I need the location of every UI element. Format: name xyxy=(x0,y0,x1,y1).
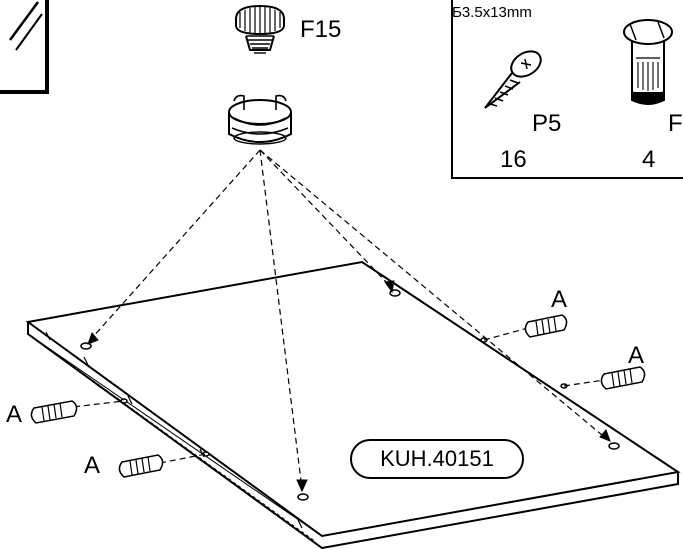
dowel-label: A xyxy=(6,401,23,428)
part-code-text: KUH.40151 xyxy=(380,446,494,471)
leveling-foot-icon xyxy=(235,4,285,54)
quantity-label-p5: 16 xyxy=(500,146,527,173)
board-panel xyxy=(25,260,681,549)
cam-fitting-icon xyxy=(623,19,673,105)
arrowheads xyxy=(87,280,611,493)
guide-lines xyxy=(63,149,609,490)
fastener-inset-box xyxy=(451,0,683,179)
dowel-label: A xyxy=(628,342,645,369)
part-label-p5: P5 xyxy=(532,110,562,137)
dowel-icon xyxy=(30,314,646,478)
part-label-cut: F xyxy=(668,110,683,137)
dowel-label: A xyxy=(84,452,101,479)
screw-icon xyxy=(484,50,542,109)
socket-cup-icon xyxy=(228,94,292,145)
dowel-label: A xyxy=(551,286,568,313)
part-code-tag: KUH.40151 xyxy=(350,439,524,479)
drill-holes xyxy=(80,289,620,501)
cropped-part-box xyxy=(0,0,49,94)
quantity-label-fitting: 4 xyxy=(642,146,656,173)
screw-spec-label: Ƃ3.5x13mm xyxy=(452,4,532,21)
part-label-f15: F15 xyxy=(300,16,342,43)
